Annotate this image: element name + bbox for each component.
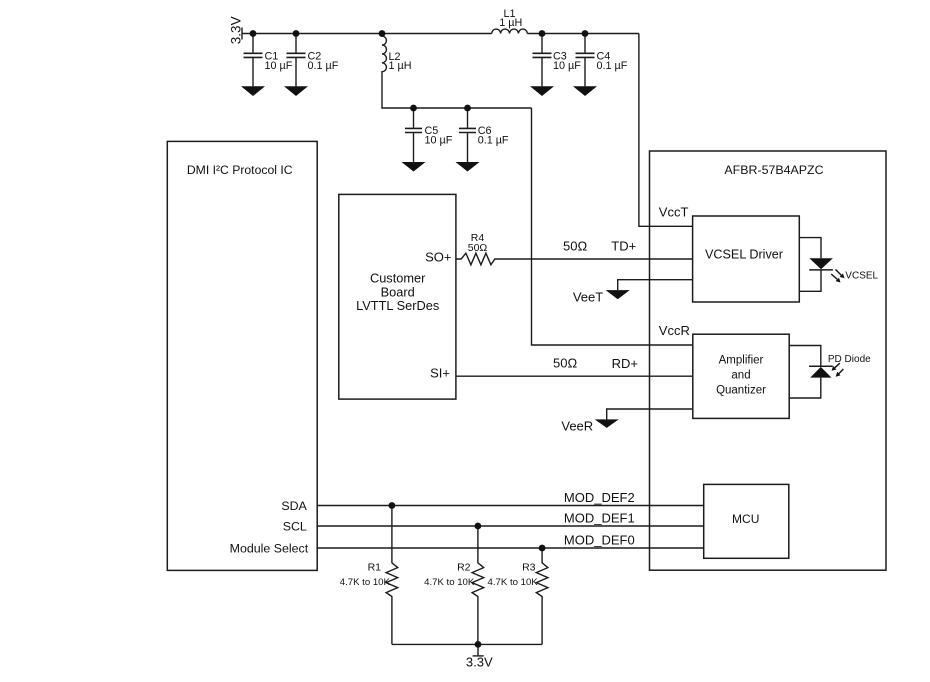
svg-text:PD Diode: PD Diode <box>828 354 871 365</box>
svg-text:Module Select: Module Select <box>230 542 309 556</box>
svg-text:L2: L2 <box>389 51 401 63</box>
svg-text:MCU: MCU <box>732 512 759 526</box>
svg-text:10 µF: 10 µF <box>425 134 453 146</box>
svg-text:VccT: VccT <box>659 205 689 220</box>
svg-text:3.3V: 3.3V <box>228 16 243 44</box>
svg-text:VeeT: VeeT <box>573 289 603 304</box>
svg-text:MOD_DEF1: MOD_DEF1 <box>564 511 635 526</box>
svg-text:RD+: RD+ <box>612 356 638 371</box>
svg-text:TD+: TD+ <box>611 239 636 254</box>
svg-text:1 µH: 1 µH <box>499 17 522 29</box>
svg-text:and: and <box>731 370 750 382</box>
svg-text:R4: R4 <box>471 232 485 244</box>
svg-text:3.3V: 3.3V <box>466 655 493 670</box>
svg-text:0.1 µF: 0.1 µF <box>597 60 628 72</box>
svg-text:C4: C4 <box>597 51 611 63</box>
svg-text:R2: R2 <box>457 562 471 574</box>
svg-text:SDA: SDA <box>281 499 307 513</box>
svg-text:50Ω: 50Ω <box>468 242 488 254</box>
svg-text:50Ω: 50Ω <box>553 356 577 371</box>
svg-text:C2: C2 <box>308 51 322 63</box>
svg-text:10 µF: 10 µF <box>553 60 581 72</box>
svg-text:4.7K to 10K: 4.7K to 10K <box>340 577 391 588</box>
svg-text:L1: L1 <box>503 8 515 20</box>
svg-text:MOD_DEF2: MOD_DEF2 <box>564 490 635 505</box>
svg-text:DMI I²C Protocol IC: DMI I²C Protocol IC <box>187 163 293 177</box>
svg-text:VCSEL Driver: VCSEL Driver <box>705 247 783 261</box>
svg-text:C6: C6 <box>478 125 492 137</box>
svg-text:Quantizer: Quantizer <box>716 385 766 397</box>
svg-text:0.1 µF: 0.1 µF <box>478 134 509 146</box>
svg-text:Customer: Customer <box>370 271 426 286</box>
svg-text:1 µH: 1 µH <box>389 60 412 72</box>
svg-text:VeeR: VeeR <box>561 419 593 434</box>
svg-text:50Ω: 50Ω <box>563 239 587 254</box>
svg-text:R3: R3 <box>522 562 536 574</box>
svg-text:LVTTL SerDes: LVTTL SerDes <box>356 298 439 313</box>
svg-text:SI+: SI+ <box>430 366 450 381</box>
svg-text:R1: R1 <box>368 562 382 574</box>
svg-text:Amplifier: Amplifier <box>719 355 764 367</box>
svg-text:0.1 µF: 0.1 µF <box>308 60 339 72</box>
svg-text:VCSEL: VCSEL <box>845 270 878 281</box>
svg-text:SO+: SO+ <box>425 250 451 265</box>
svg-text:MOD_DEF0: MOD_DEF0 <box>564 533 635 548</box>
svg-text:10 µF: 10 µF <box>265 60 293 72</box>
svg-text:4.7K to 10K: 4.7K to 10K <box>424 577 475 588</box>
svg-text:C5: C5 <box>425 125 439 137</box>
svg-text:AFBR-57B4APZC: AFBR-57B4APZC <box>724 163 823 177</box>
svg-text:VccR: VccR <box>659 323 690 338</box>
svg-text:C3: C3 <box>553 51 567 63</box>
svg-text:SCL: SCL <box>283 520 307 534</box>
svg-text:Board: Board <box>381 284 415 299</box>
svg-text:4.7K to 10K: 4.7K to 10K <box>488 577 539 588</box>
svg-text:C1: C1 <box>265 51 279 63</box>
